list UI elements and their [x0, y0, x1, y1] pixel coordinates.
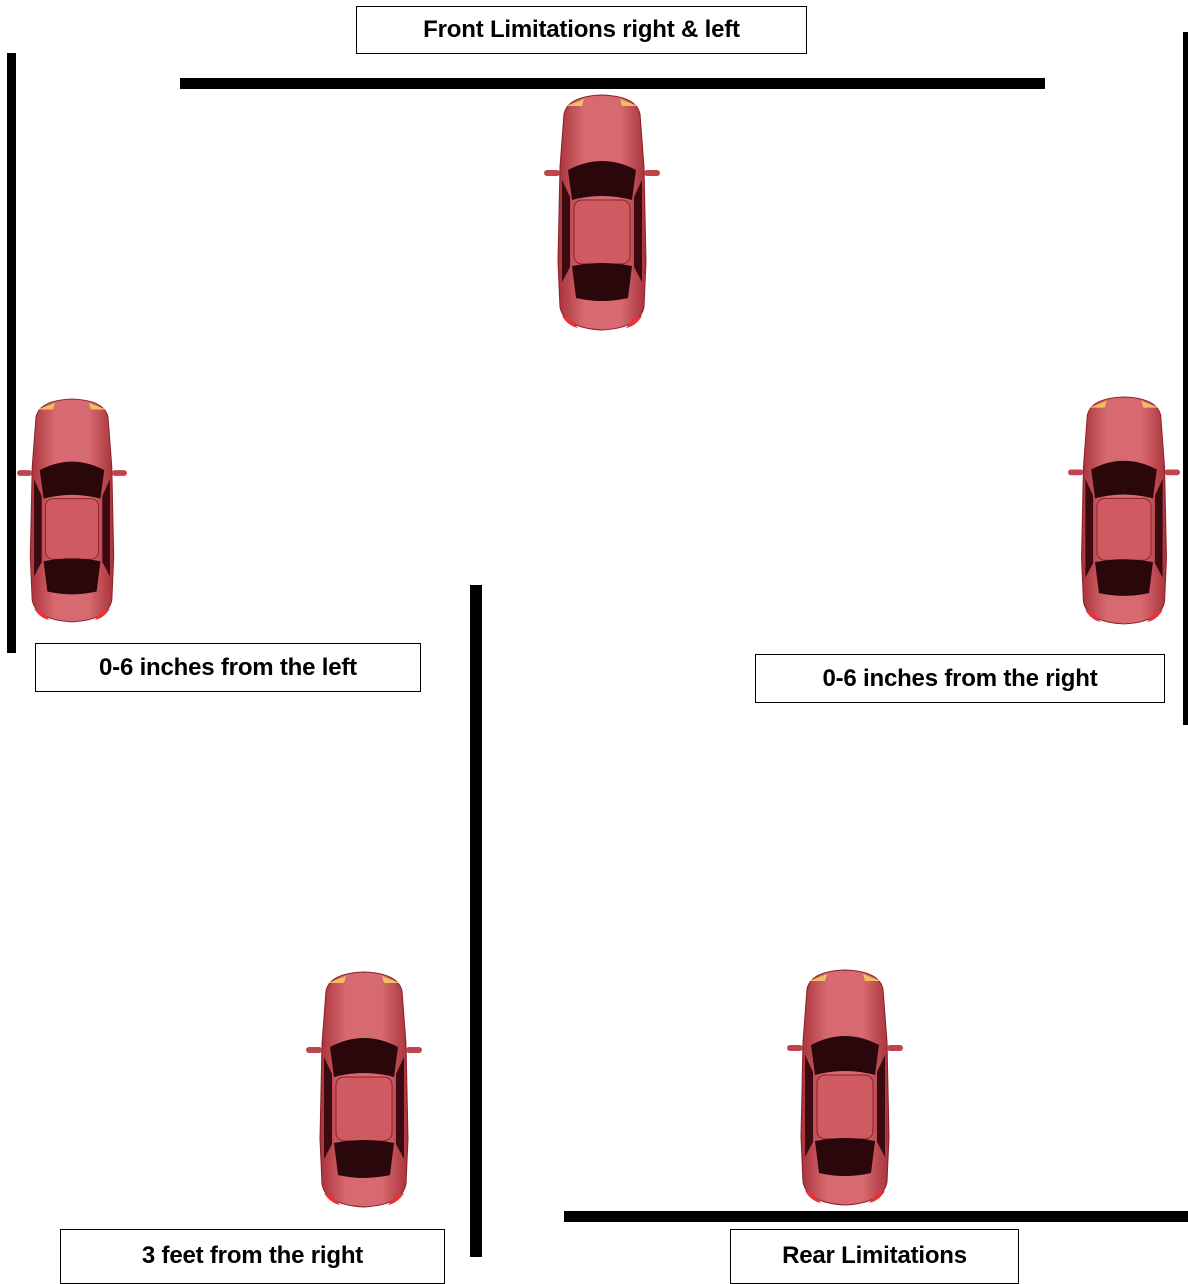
- right-boundary-line: [1183, 32, 1188, 725]
- car-top-view-icon: [1068, 396, 1180, 625]
- front-car: [544, 92, 660, 332]
- three-feet-label: 3 feet from the right: [60, 1229, 445, 1284]
- center-boundary-line: [470, 585, 482, 1257]
- front-limitations-label: Front Limitations right & left: [356, 6, 807, 54]
- left-boundary-line: [7, 53, 16, 653]
- left-distance-label: 0-6 inches from the left: [35, 643, 421, 692]
- right-car: [1068, 390, 1180, 630]
- car-top-view-icon: [787, 969, 903, 1206]
- car-top-view-icon: [544, 94, 660, 331]
- car-top-view-icon: [17, 398, 127, 623]
- car-top-view-icon: [306, 971, 422, 1208]
- rear-boundary-line: [564, 1211, 1188, 1222]
- front-boundary-line: [180, 78, 1045, 89]
- left-car: [17, 390, 127, 630]
- rear-limitations-label: Rear Limitations: [730, 1229, 1019, 1284]
- right-distance-label: 0-6 inches from the right: [755, 654, 1165, 703]
- rear-car: [787, 966, 903, 1208]
- three-feet-car: [306, 968, 422, 1210]
